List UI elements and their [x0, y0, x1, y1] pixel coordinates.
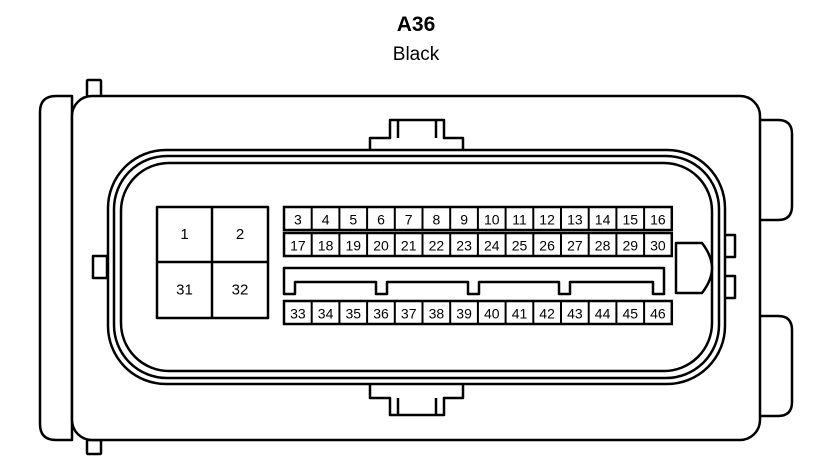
pin-34-label: 34	[318, 306, 334, 322]
pin-6-label: 6	[377, 212, 385, 228]
pin-3-label: 3	[294, 212, 302, 228]
terminal-2-label: 2	[236, 226, 244, 243]
connector-id: A36	[396, 13, 436, 36]
pin-18-label: 18	[318, 238, 334, 254]
pin-46-label: 46	[650, 306, 666, 322]
pin-11-label: 11	[512, 212, 527, 228]
pin-40-label: 40	[484, 306, 500, 322]
key-bar	[282, 266, 666, 296]
pin-20-label: 20	[373, 238, 389, 254]
terminal-32-label: 32	[232, 282, 249, 299]
pin-26-label: 26	[539, 238, 555, 254]
bottom-key	[368, 384, 465, 417]
pin-19-label: 19	[346, 238, 362, 254]
pin-39-label: 39	[456, 306, 472, 322]
pin-5-label: 5	[349, 212, 357, 228]
face-mid	[112, 154, 721, 380]
pin-15-label: 15	[623, 212, 639, 228]
connector-color: Black	[392, 44, 440, 65]
pin-14-label: 14	[595, 212, 611, 228]
right-clip-top	[760, 118, 794, 222]
latch-bottom	[85, 438, 103, 456]
pin-41-label: 41	[512, 306, 528, 322]
pin-7-label: 7	[405, 212, 413, 228]
pin-37-label: 37	[401, 306, 417, 322]
pin-9-label: 9	[460, 212, 468, 228]
pin-23-label: 23	[456, 238, 472, 254]
pin-13-label: 13	[567, 212, 583, 228]
pin-44-label: 44	[595, 306, 611, 322]
pin-24-label: 24	[484, 238, 500, 254]
pin-25-label: 25	[512, 238, 528, 254]
top-key	[368, 118, 465, 150]
pin-29-label: 29	[623, 238, 639, 254]
right-clip-bottom	[760, 314, 794, 418]
face-latch	[674, 241, 714, 295]
pin-17-label: 17	[290, 238, 306, 254]
pin-8-label: 8	[433, 212, 441, 228]
pin-28-label: 28	[595, 238, 611, 254]
pin-43-label: 43	[567, 306, 583, 322]
pin-38-label: 38	[429, 306, 445, 322]
pin-36-label: 36	[373, 306, 389, 322]
pin-42-label: 42	[539, 306, 555, 322]
pin-22-label: 22	[429, 238, 445, 254]
pin-35-label: 35	[346, 306, 362, 322]
pin-12-label: 12	[539, 212, 555, 228]
pin-16-label: 16	[650, 212, 666, 228]
pin-10-label: 10	[484, 212, 500, 228]
pin-4-label: 4	[322, 212, 330, 228]
pin-21-label: 21	[401, 238, 417, 254]
pin-30-label: 30	[650, 238, 666, 254]
terminal-31-label: 31	[176, 282, 193, 299]
terminal-1-label: 1	[180, 226, 188, 243]
pin-27-label: 27	[567, 238, 583, 254]
left-flange	[38, 94, 74, 442]
pin-45-label: 45	[623, 306, 639, 322]
pin-33-label: 33	[290, 306, 306, 322]
